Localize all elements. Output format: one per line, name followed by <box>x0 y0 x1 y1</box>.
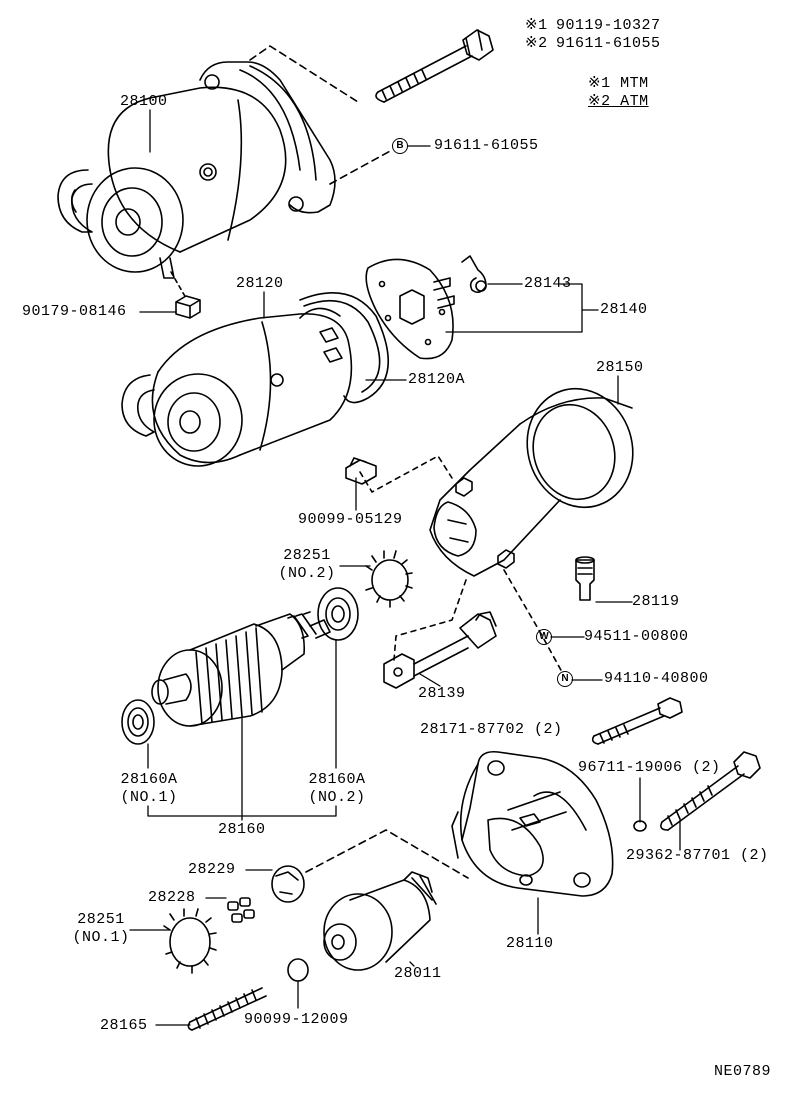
label-28120: 28120 <box>236 275 284 292</box>
label-94511-00800: 94511-00800 <box>584 628 689 645</box>
label-28160A-no2-sub: (NO.2) <box>308 789 366 806</box>
housing-28150-drawing <box>429 387 634 577</box>
label-29362-87701: 29362-87701 (2) <box>626 847 769 864</box>
top-bolt-drawing <box>375 29 494 103</box>
label-28110: 28110 <box>506 935 554 952</box>
ring-28120A-drawing <box>299 292 389 404</box>
clip-90099-05129-drawing <box>345 455 453 493</box>
dash-line-lead <box>393 579 467 661</box>
label-90099-12009: 90099-12009 <box>244 1011 349 1028</box>
label-28120A: 28120A <box>408 371 466 388</box>
end-housing-28110-drawing <box>451 750 614 897</box>
legend-mtm: ※1 MTM <box>588 75 649 92</box>
label-28150: 28150 <box>596 359 644 376</box>
armature-28160-drawing <box>151 611 331 727</box>
label-90179-08146: 90179-08146 <box>22 303 127 320</box>
brush-holder-28140-drawing <box>365 258 455 360</box>
gear-28251-no2-drawing <box>365 550 413 608</box>
note-1-part: 90119-10327 <box>556 17 661 34</box>
dash-line-drive <box>305 829 469 879</box>
label-28229: 28229 <box>188 861 236 878</box>
gear-28251-no1-drawing <box>163 908 217 974</box>
label-28011: 28011 <box>394 965 442 982</box>
leader-lines <box>129 109 681 1026</box>
label-28160A-no1: 28160A <box>120 771 178 788</box>
label-28143: 28143 <box>524 275 572 292</box>
label-28160A-no2: 28160A <box>308 771 366 788</box>
label-28165: 28165 <box>100 1017 148 1034</box>
yoke-28120-drawing <box>121 307 353 467</box>
bearing-28160A-no1-drawing <box>121 699 155 745</box>
label-91611-61055: 91611-61055 <box>434 137 539 154</box>
label-28160A-no1-sub: (NO.1) <box>120 789 178 806</box>
symbol-w-marker: W <box>536 629 552 645</box>
starter-motor-28100-drawing <box>57 61 336 279</box>
symbol-n-marker: N <box>557 671 573 687</box>
label-28251-no2-sub: (NO.2) <box>278 565 336 582</box>
dash-line-top <box>249 45 393 185</box>
label-28228: 28228 <box>148 889 196 906</box>
spring-28143-drawing <box>461 255 487 294</box>
part-28119-drawing <box>575 556 595 601</box>
label-90099-05129: 90099-05129 <box>298 511 403 528</box>
bearing-28160A-no2-drawing <box>317 587 359 641</box>
bolt-28171-drawing <box>591 697 683 745</box>
label-96711-19006: 96711-19006 (2) <box>578 759 721 776</box>
rollers-28228-drawing <box>227 897 255 923</box>
label-28251-no1: 28251 <box>77 911 125 928</box>
label-28140: 28140 <box>600 301 648 318</box>
lead-28139-drawing <box>383 611 497 689</box>
label-28100: 28100 <box>120 93 168 110</box>
leader-28160-group <box>147 639 337 821</box>
part-90179-08146-drawing <box>170 271 201 319</box>
symbol-b-marker: B <box>392 138 408 154</box>
note-1-mark: ※1 <box>525 17 548 34</box>
note-2-part: 91611-61055 <box>556 35 661 52</box>
note-2-mark: ※2 <box>525 35 548 52</box>
label-28171-87702: 28171-87702 (2) <box>420 721 563 738</box>
spring-28165-drawing <box>187 987 267 1031</box>
label-28251-no1-sub: (NO.1) <box>72 929 130 946</box>
label-28160: 28160 <box>218 821 266 838</box>
legend-atm: ※2 ATM <box>588 93 649 110</box>
label-28139: 28139 <box>418 685 466 702</box>
part-28229-drawing <box>271 865 305 903</box>
dash-line-nuts <box>503 569 563 673</box>
diagram-code: NE0789 <box>714 1063 772 1080</box>
label-94110-40800: 94110-40800 <box>604 670 709 687</box>
clutch-28011-drawing <box>323 871 437 971</box>
bolt-29362-drawing <box>660 751 761 831</box>
ball-90099-12009-drawing <box>287 958 309 982</box>
label-28251-no2: 28251 <box>283 547 331 564</box>
label-28119: 28119 <box>632 593 680 610</box>
